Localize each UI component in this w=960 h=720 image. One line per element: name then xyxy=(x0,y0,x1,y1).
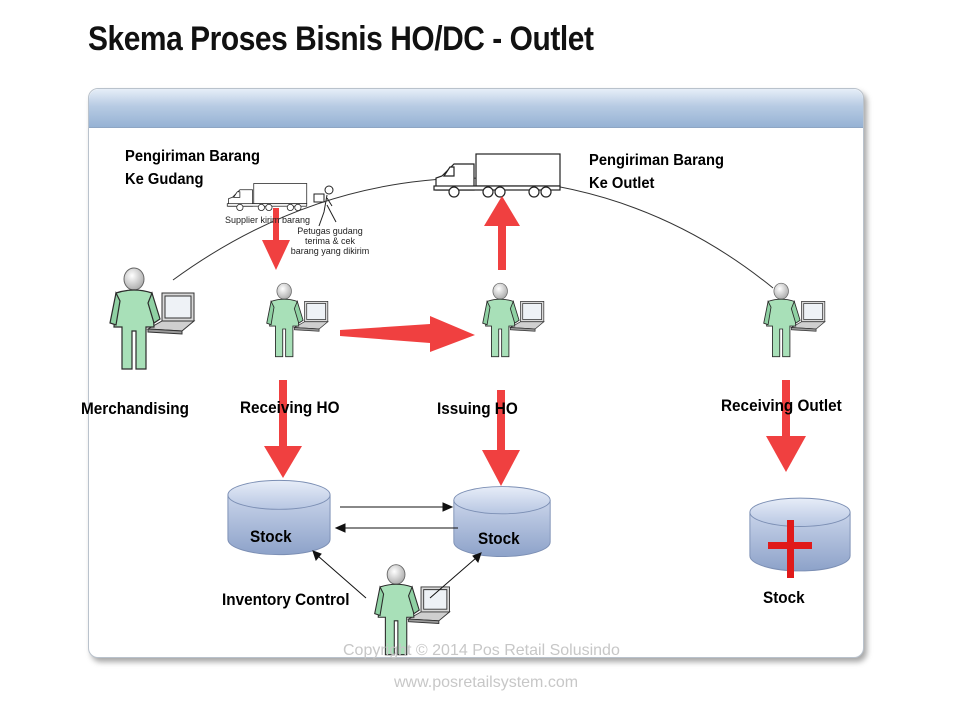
note-line: barang yang dikirim xyxy=(290,246,370,256)
panel-header xyxy=(89,89,863,128)
person-laptop-icon xyxy=(109,267,195,370)
arrows xyxy=(262,196,806,486)
arrow-truck-to-receiving xyxy=(262,208,290,270)
note-line: terima & cek xyxy=(304,236,355,246)
stock-transfer-arrows xyxy=(312,502,482,599)
label-receiving-outlet: Receiving Outlet xyxy=(721,396,842,415)
arrow-receiving-to-issuing xyxy=(340,316,475,352)
database-icon xyxy=(749,497,851,572)
note-line: Petugas gudang xyxy=(297,226,363,236)
label-line: Pengiriman Barang xyxy=(125,148,260,165)
petugas-note: Petugas gudang terima & cek barang yang … xyxy=(290,226,370,256)
label-line: Ke Gudang xyxy=(125,171,204,188)
label-pengiriman-outlet: Pengiriman Barang Ke Outlet xyxy=(589,149,724,195)
label-line: Pengiriman Barang xyxy=(589,152,724,169)
arrow-stock-left xyxy=(334,523,458,533)
supplier-note: Supplier kirim barang xyxy=(225,215,311,225)
label-line: Ke Outlet xyxy=(589,175,655,192)
label-inventory-control: Inventory Control xyxy=(222,590,350,609)
worker-icon xyxy=(313,185,337,227)
label-merchandising: Merchandising xyxy=(81,399,189,418)
label-stock-1: Stock xyxy=(250,527,292,546)
copyright-text: Copyright © 2014 Pos Retail Solusindo xyxy=(343,642,620,659)
person-laptop-icon xyxy=(266,282,329,358)
truck-icon xyxy=(433,153,561,198)
arrow-outlet-to-stock xyxy=(766,380,806,472)
label-stock-2: Stock xyxy=(478,529,520,548)
cross-icon xyxy=(768,520,812,578)
arrow-stock-right xyxy=(340,502,454,512)
label-stock-3: Stock xyxy=(763,588,805,607)
arrow-issuing-to-truck xyxy=(484,196,520,270)
website-text: www.posretailsystem.com xyxy=(394,674,579,691)
label-issuing-ho: Issuing HO xyxy=(437,399,518,418)
person-laptop-icon xyxy=(763,282,826,358)
arrow-issuing-to-stock xyxy=(482,390,520,486)
arrow-receiving-to-stock xyxy=(264,380,302,478)
arrow-inventory-to-stock2 xyxy=(429,552,482,599)
label-receiving-ho: Receiving HO xyxy=(240,398,340,417)
arrow-inventory-to-stock1 xyxy=(312,550,367,599)
page-title: Skema Proses Bisnis HO/DC - Outlet xyxy=(88,20,594,58)
person-laptop-icon xyxy=(482,282,545,358)
label-pengiriman-gudang: Pengiriman Barang Ke Gudang xyxy=(125,145,260,191)
